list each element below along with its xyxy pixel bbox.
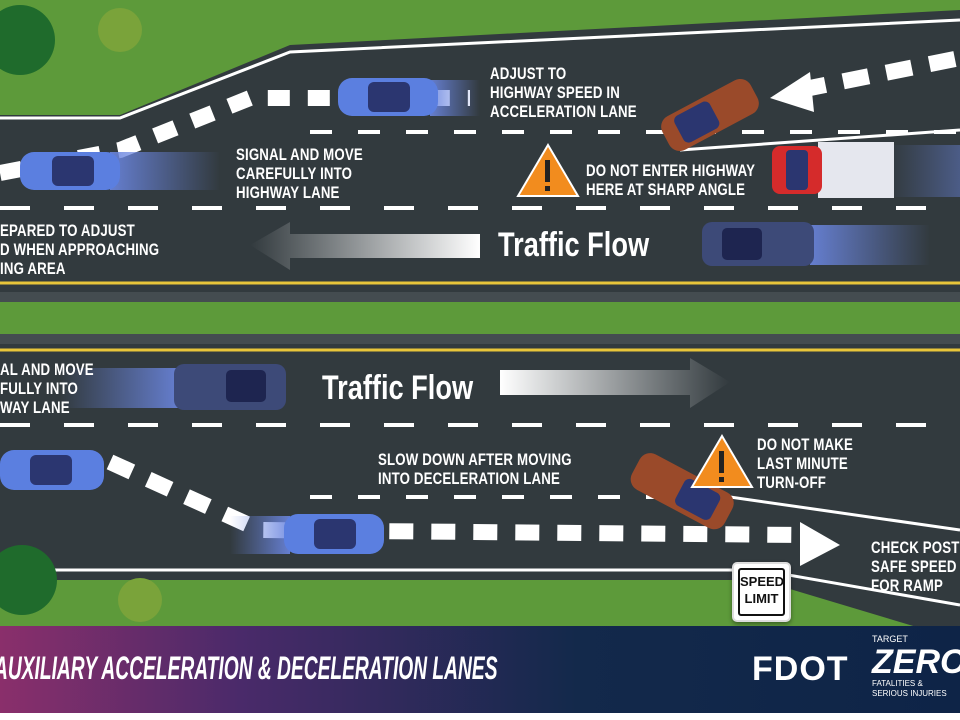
- traffic-arrow-right: [500, 358, 730, 408]
- target-zero-logo: TARGET ZERO FATALITIES & SERIOUS INJURIE…: [872, 634, 960, 699]
- label-check-speed: Check postesafe speedfor ramp: [871, 538, 960, 595]
- warning-icon: [690, 434, 754, 488]
- bottom-road: [0, 334, 960, 640]
- traffic-flow-top: Traffic Flow: [498, 226, 650, 264]
- traffic-arrow-left: [250, 222, 480, 270]
- car-blue-exiting: [0, 450, 104, 490]
- label-slow-down: Slow down after movinginto deceleration …: [378, 450, 572, 488]
- title-banner: Auxiliary Acceleration & Deceleration La…: [0, 626, 960, 713]
- car-blue-accel: [338, 78, 480, 116]
- fdot-logo: FDOT: [752, 650, 849, 688]
- car-pickup-top: [702, 222, 930, 266]
- warning-icon: [516, 143, 580, 197]
- page-title: Auxiliary Acceleration & Deceleration La…: [0, 650, 498, 686]
- target-zero-main: ZERO: [872, 643, 960, 681]
- car-pickup-bottom: [60, 364, 286, 410]
- traffic-flow-bottom: Traffic Flow: [322, 369, 474, 407]
- label-do-not-make: Do not makelast minuteturn-off: [757, 435, 854, 492]
- car-blue-merging: [20, 152, 220, 190]
- label-signal-move-bottom: al and movefully intoway lane: [0, 360, 94, 417]
- label-prepared-adjust: epared to adjustd when approachinging ar…: [0, 221, 160, 278]
- label-adjust-speed: Adjust tohighway speed inacceleration la…: [490, 64, 637, 121]
- target-zero-top: TARGET: [872, 634, 908, 644]
- speed-limit-sign: SpeedLimit: [732, 562, 791, 622]
- label-do-not-enter: Do not enter highwayhere at sharp angle: [586, 161, 756, 199]
- label-signal-move-top: Signal and movecarefully intohighway lan…: [236, 145, 363, 202]
- car-orange-last-minute: [630, 453, 734, 530]
- bush: [98, 8, 142, 52]
- car-blue-decel: [230, 514, 384, 554]
- truck: [772, 142, 960, 198]
- target-zero-sub: FATALITIES & SERIOUS INJURIES: [872, 679, 947, 698]
- car-orange-sharp-angle: [661, 78, 759, 152]
- bush: [118, 578, 162, 622]
- palm-tree: [0, 5, 55, 75]
- palm-tree: [0, 545, 57, 615]
